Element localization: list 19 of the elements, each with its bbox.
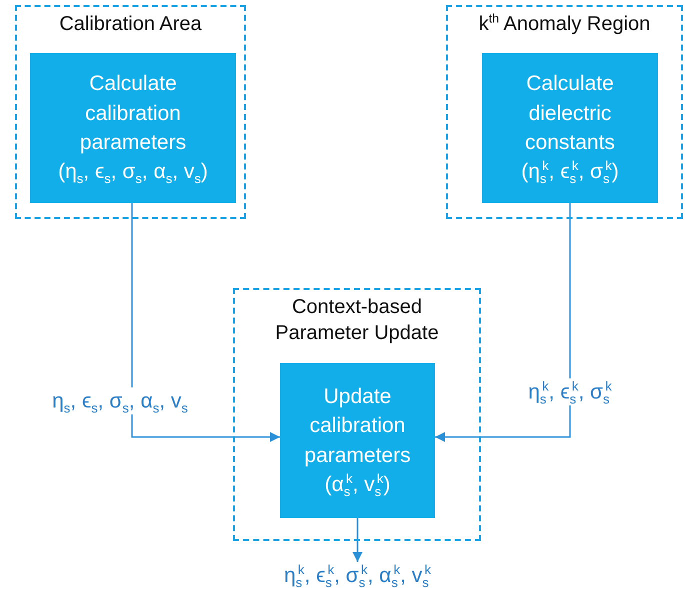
parameter-list: (α$_{s}$$^{k}$, v$_{s}$$^{k}$) — [280, 470, 435, 500]
box-text: Calculate dielectric constants — [524, 71, 616, 156]
parameter-list: (η$_{s}$$^{k}$, ϵ$_{s}$$^{k}$, σ$_{s}$$^{k}$) — [482, 157, 658, 187]
box-text: Calculate calibration parameters — [78, 71, 188, 156]
process-box — [280, 363, 435, 518]
region-title: k$^{th}$ Anomaly Region — [478, 11, 652, 37]
region-frame — [233, 288, 481, 541]
region-title: Context-based Parameter Update — [274, 295, 440, 346]
region-frame — [15, 5, 246, 219]
parameter-list: (η$_{s}$, ϵ$_{s}$, σ$_{s}$, α$_{s}$, v$_{s}$) — [30, 157, 236, 187]
region-title: Calibration Area — [58, 12, 203, 37]
process-box — [482, 53, 658, 203]
box-text: Update calibration parameters — [303, 384, 412, 468]
arrow — [435, 203, 571, 442]
arrow — [352, 518, 362, 562]
region-frame — [446, 5, 683, 219]
process-box — [30, 53, 236, 203]
arrow — [131, 203, 280, 442]
edge-label: η$_{s}$, ϵ$_{s}$, σ$_{s}$, α$_{s}$, v$_{s}$ — [50, 387, 190, 415]
